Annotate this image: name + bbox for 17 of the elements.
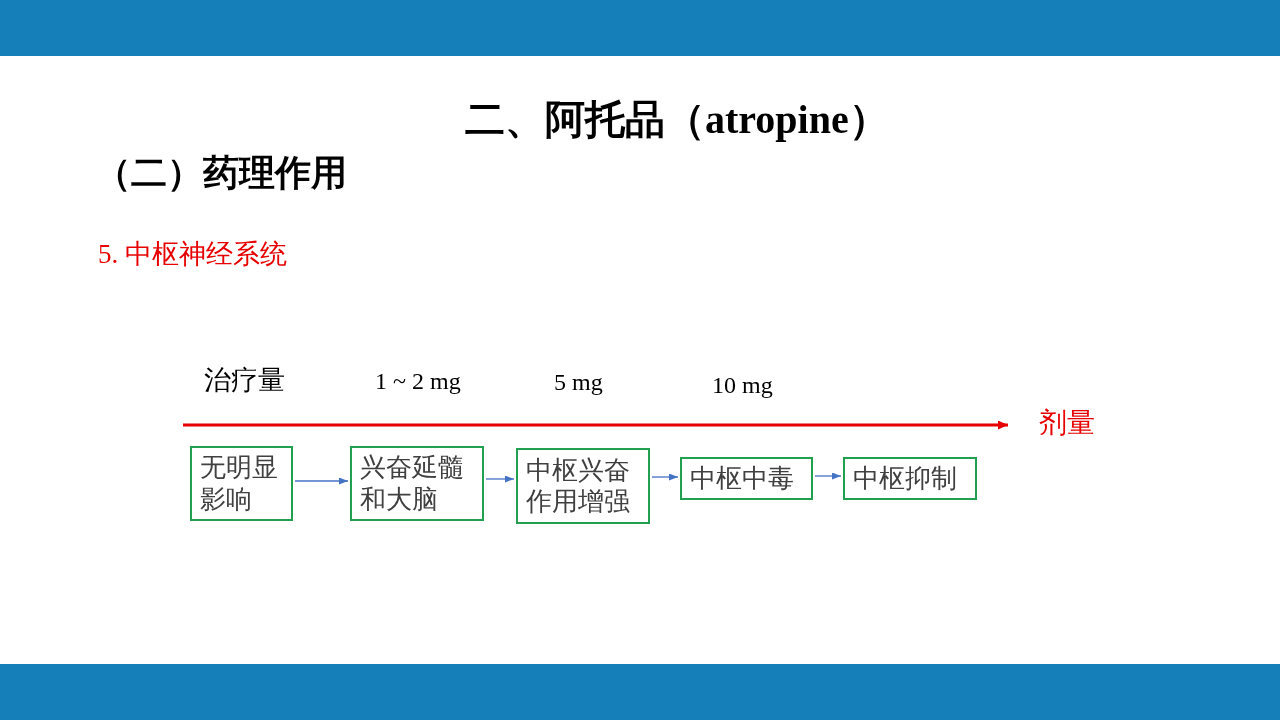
arrow [294, 477, 349, 485]
axis-label: 剂量 [1039, 406, 1095, 440]
section-heading: （二）药理作用 [95, 151, 347, 195]
process-box: 中枢中毒 [680, 457, 813, 500]
process-box: 兴奋延髓和大脑 [350, 446, 484, 521]
process-box: 无明显影响 [190, 446, 293, 521]
process-box: 中枢兴奋作用增强 [516, 448, 650, 524]
dose-label: 1 ~ 2 mg [375, 367, 461, 396]
dose-label: 10 mg [712, 371, 773, 400]
subsection-heading: 5. 中枢神经系统 [98, 238, 287, 271]
arrow [651, 473, 679, 481]
dose-label: 治疗量 [204, 364, 285, 397]
arrow [485, 475, 515, 483]
title: 二、阿托品（atropine） [465, 96, 889, 144]
process-box: 中枢抑制 [843, 457, 977, 500]
dose-label: 5 mg [554, 368, 603, 397]
arrow [814, 472, 842, 480]
